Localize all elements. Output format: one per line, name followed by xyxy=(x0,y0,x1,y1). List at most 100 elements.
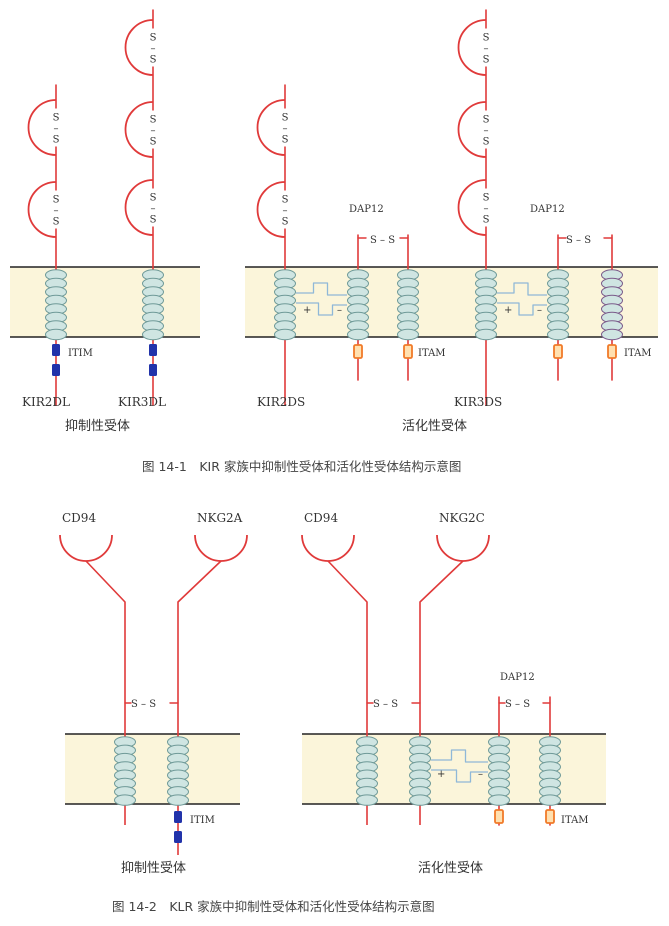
figure-1-caption: 图 14-1 KIR 家族中抑制性受体和活化性受体结构示意图 xyxy=(142,459,461,474)
ig-domain-loop xyxy=(256,181,286,238)
ig-domain-loop xyxy=(124,19,154,76)
klr-receptor-chains xyxy=(59,534,551,855)
klr-dap12-label: DAP12 xyxy=(500,672,535,683)
kir3dl-label: KIR3DL xyxy=(118,395,166,409)
kir2ds-label: KIR2DS xyxy=(257,395,305,409)
dap12-disulfide-2: S – S xyxy=(566,235,591,246)
itam-motif xyxy=(353,344,363,359)
klr-disulfide-left: S – S xyxy=(131,699,156,710)
helix-cd94 xyxy=(114,794,136,806)
itam-label-1: ITAM xyxy=(418,348,446,359)
figure-14-1: S–SS–SS–SS–SS–SS–SS–SS–SS–SS–S +–+– DAP1… xyxy=(10,9,658,474)
itim-motif xyxy=(174,831,182,843)
nkg2a-chain xyxy=(177,560,222,855)
helix-cd94 xyxy=(356,794,378,806)
disulfide-s-label: S xyxy=(483,33,490,44)
helix-dap12 xyxy=(601,328,623,341)
disulfide-dash-label: – xyxy=(484,126,489,137)
disulfide-s-label: S xyxy=(150,193,157,204)
helix-dap12 xyxy=(547,328,569,341)
disulfide-s-label: S xyxy=(282,135,289,146)
disulfide-gap xyxy=(148,110,158,149)
helix-kir2ds xyxy=(274,328,296,341)
disulfide-gap xyxy=(280,190,290,229)
klr-dap12-disulfide: S – S xyxy=(505,699,530,710)
membrane-left xyxy=(10,266,200,338)
positive-charge: + xyxy=(504,305,512,316)
itam-motif xyxy=(494,809,504,824)
disulfide-gap xyxy=(481,110,491,149)
disulfide-s-label: S xyxy=(150,33,157,44)
disulfide-s-label: S xyxy=(483,115,490,126)
activating-group-label: 活化性受体 xyxy=(402,419,467,434)
disulfide-s-label: S xyxy=(483,137,490,148)
helix-kir2dl xyxy=(45,328,67,341)
klr-disulfide-right: S – S xyxy=(373,699,398,710)
klr-transmembrane-helices xyxy=(114,736,561,806)
ig-domain-loop xyxy=(457,101,487,158)
charge-link xyxy=(431,769,488,783)
itim-motif xyxy=(174,811,182,823)
itim-label: ITIM xyxy=(68,348,93,359)
disulfide-s-label: S xyxy=(150,55,157,66)
helix-dap12 xyxy=(539,794,561,806)
ig-domain-loop xyxy=(256,99,286,156)
helix-dap12 xyxy=(397,328,419,341)
dap12-label-1: DAP12 xyxy=(349,204,384,215)
disulfide-s-label: S xyxy=(150,115,157,126)
transmembrane-helices xyxy=(45,269,623,341)
disulfide-s-label: S xyxy=(282,195,289,206)
disulfide-gap xyxy=(51,108,61,147)
dap12-disulfide-1: S – S xyxy=(370,235,395,246)
disulfide-gap xyxy=(280,108,290,147)
negative-charge: – xyxy=(337,305,342,316)
itim-motif xyxy=(52,344,60,356)
disulfide-s-label: S xyxy=(53,217,60,228)
charge-link xyxy=(431,749,488,763)
helix-nkg2a xyxy=(167,794,189,806)
membrane-right xyxy=(245,266,658,338)
ig-domain-loop xyxy=(27,99,57,156)
disulfide-gap xyxy=(51,190,61,229)
klr-inhibitory-group-label: 抑制性受体 xyxy=(121,861,186,876)
charge-link xyxy=(296,282,347,296)
disulfide-dash-label: – xyxy=(283,124,288,135)
positive-charge: + xyxy=(437,769,445,780)
disulfide-dash-label: – xyxy=(54,206,59,217)
klr-cytoplasmic-motifs xyxy=(174,809,555,843)
ig-domain-loop xyxy=(457,179,487,236)
itim-motif xyxy=(149,364,157,376)
disulfide-s-label: S xyxy=(53,135,60,146)
figure-2-caption: 图 14-2 KLR 家族中抑制性受体和活化性受体结构示意图 xyxy=(112,899,435,914)
itam-label-2: ITAM xyxy=(624,348,652,359)
disulfide-s-label: S xyxy=(150,137,157,148)
positive-charge: + xyxy=(303,305,311,316)
itim-motif xyxy=(149,344,157,356)
figure-1-text: DAP12 DAP12 S – S S – S ITIM ITAM ITAM K… xyxy=(22,204,652,474)
itam-motif xyxy=(545,809,555,824)
charge-link xyxy=(497,302,547,316)
disulfide-dash-label: – xyxy=(484,204,489,215)
klr-charge-links: +– xyxy=(431,749,488,783)
helix-nkg2c xyxy=(409,794,431,806)
charge-link xyxy=(296,302,347,316)
dap12-label-2: DAP12 xyxy=(530,204,565,215)
negative-charge: – xyxy=(478,769,483,780)
disulfide-s-label: S xyxy=(53,195,60,206)
disulfide-gap xyxy=(148,188,158,227)
klr-activating-group-label: 活化性受体 xyxy=(418,861,483,876)
nkg2c-lectin-domain xyxy=(436,534,490,562)
klr-itam-label: ITAM xyxy=(561,815,589,826)
disulfide-dash-label: – xyxy=(484,44,489,55)
kir2dl-label: KIR2DL xyxy=(22,395,70,409)
cd94-label-left: CD94 xyxy=(62,511,96,525)
disulfide-s-label: S xyxy=(53,113,60,124)
disulfide-gap xyxy=(481,28,491,67)
figure-14-2: +– CD94 NKG2A CD94 NKG2C S – S S – S S –… xyxy=(59,511,606,914)
kir3ds-label: KIR3DS xyxy=(454,395,502,409)
disulfide-dash-label: – xyxy=(54,124,59,135)
ig-domain-loop xyxy=(27,181,57,238)
disulfide-s-label: S xyxy=(483,55,490,66)
inhibitory-group-label: 抑制性受体 xyxy=(65,419,130,434)
